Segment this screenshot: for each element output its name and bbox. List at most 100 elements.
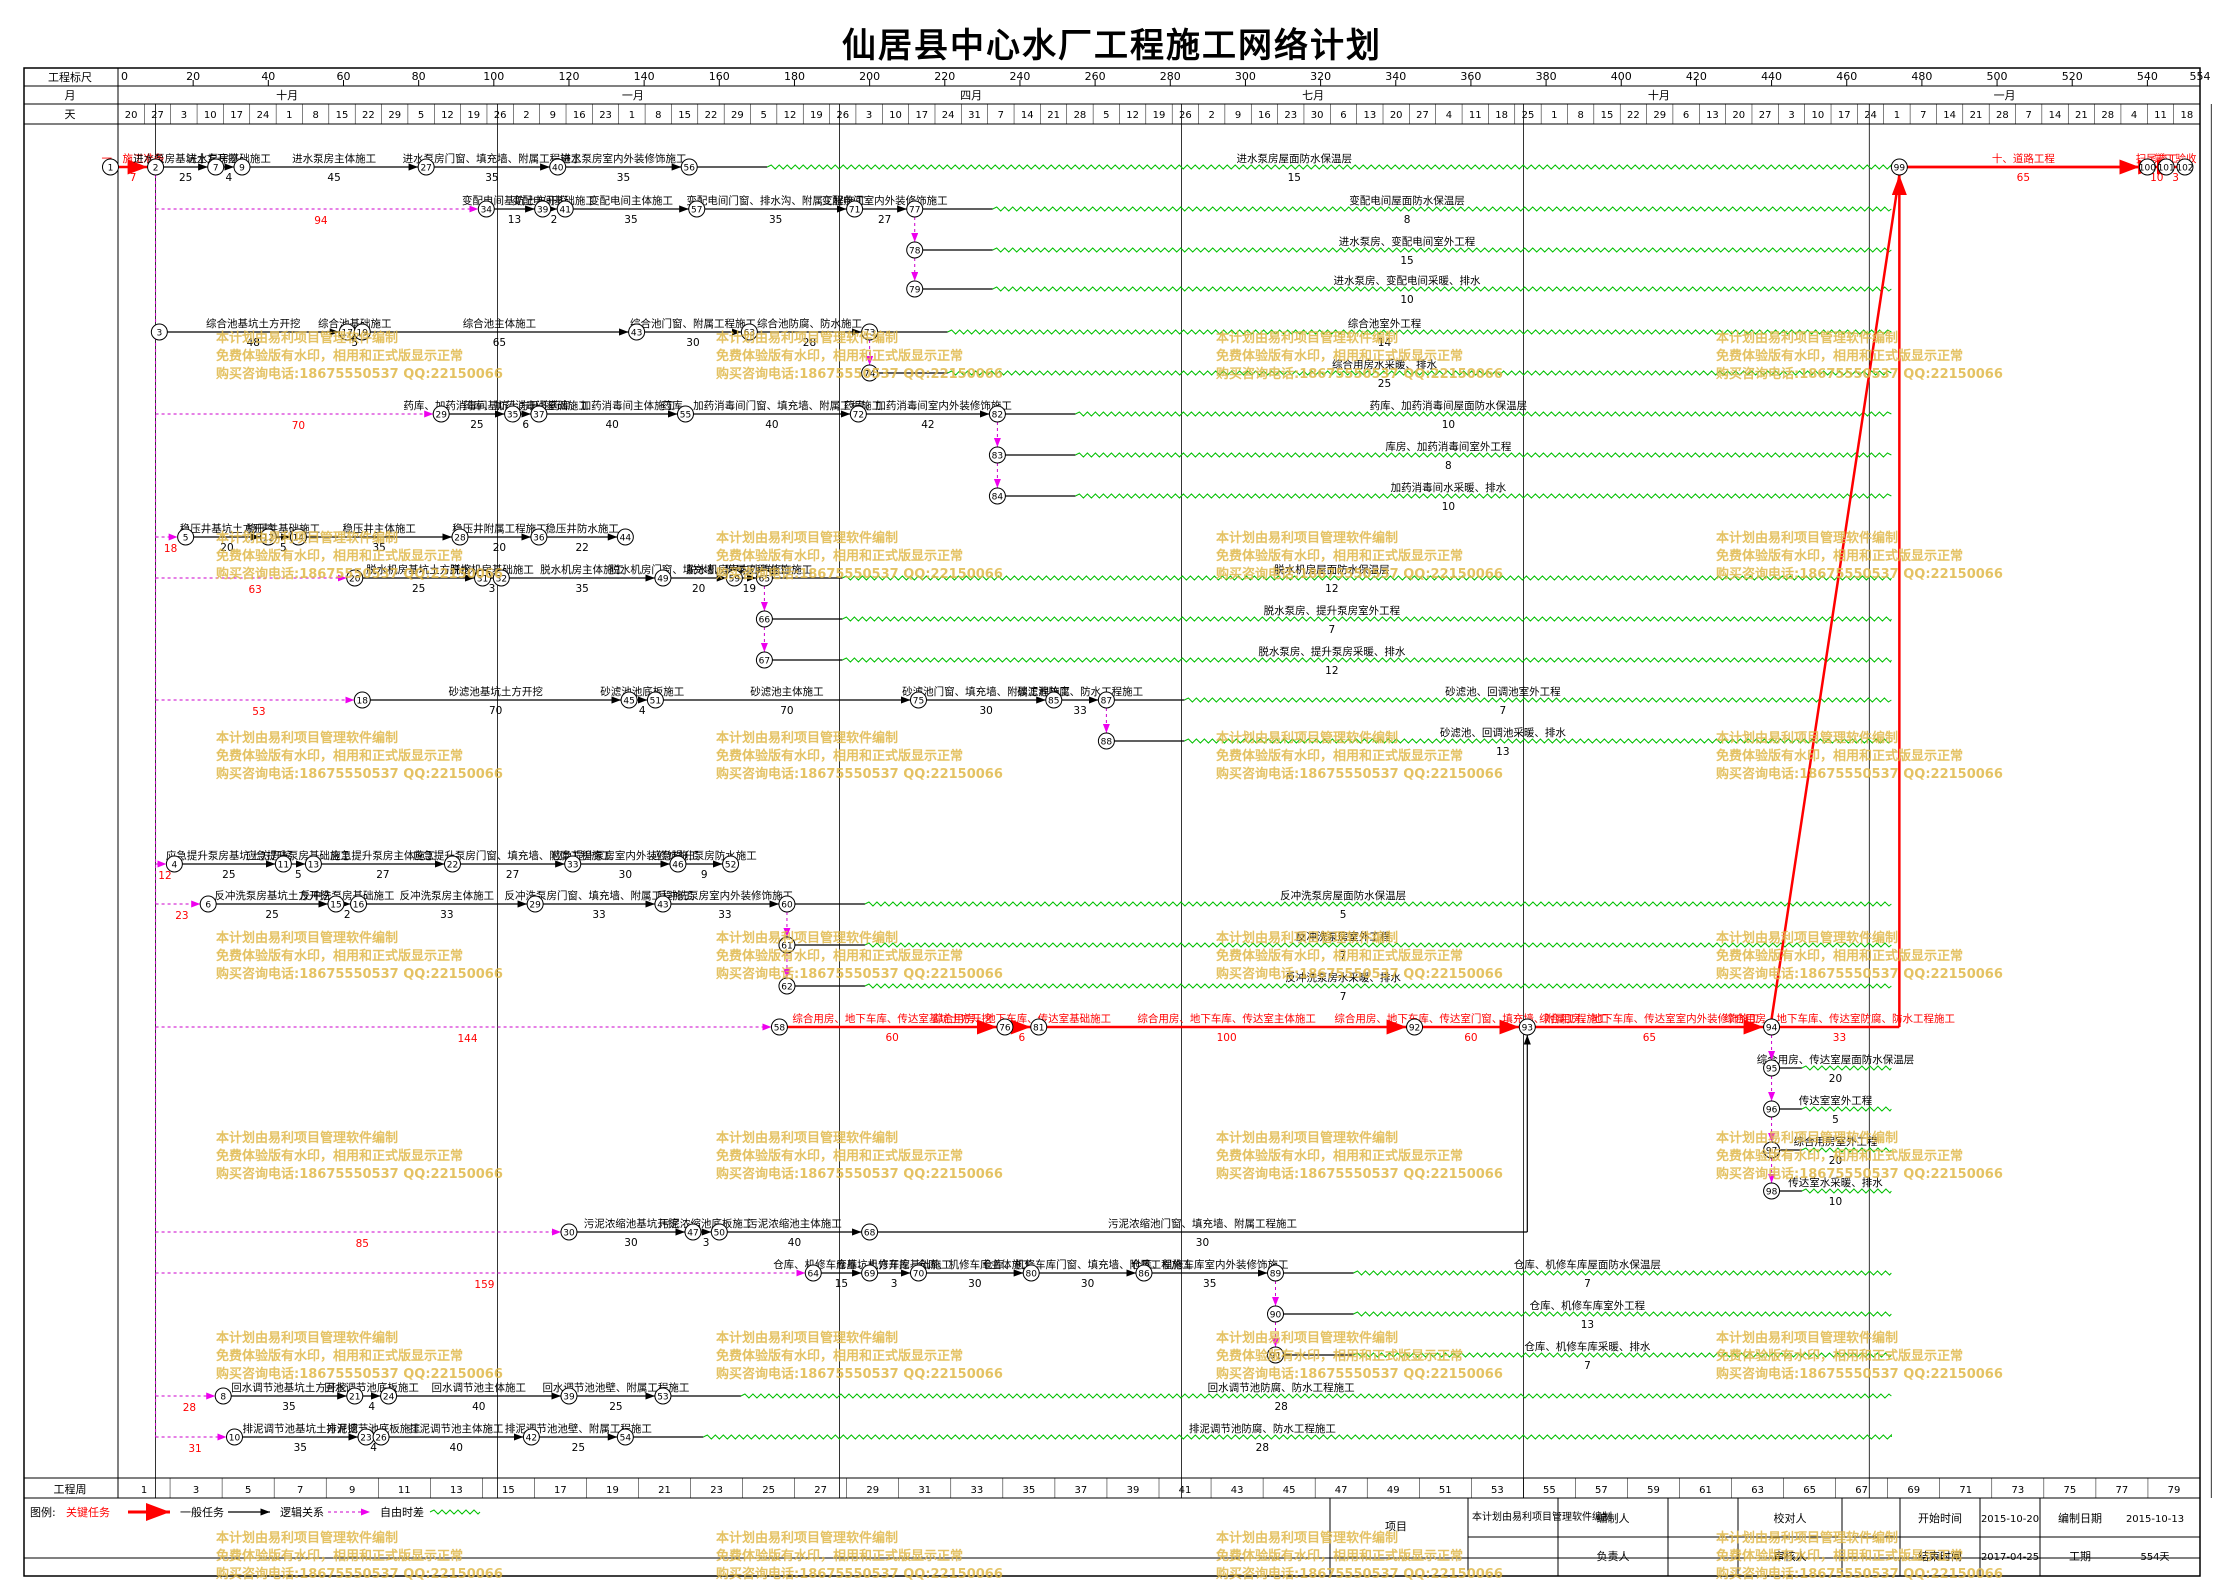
activity-name: 脱水机房基础施工 bbox=[450, 563, 534, 576]
activity-name: 传达室室外工程 bbox=[1799, 1094, 1873, 1107]
activity-duration: 33 bbox=[1073, 705, 1086, 717]
node-circle bbox=[526, 895, 544, 913]
day-label: 10 bbox=[204, 110, 217, 121]
activity-duration: 100 bbox=[1217, 1032, 1237, 1044]
day-label: 14 bbox=[2049, 110, 2062, 121]
node-number: 5 bbox=[183, 534, 189, 544]
activity-duration: 33 bbox=[1833, 1032, 1846, 1044]
event-node: 94 bbox=[1763, 1018, 1781, 1036]
watermark-line: 购买咨询电话:18675550537 QQ:22150066 bbox=[716, 1567, 1003, 1582]
node-circle bbox=[861, 323, 879, 341]
legend-and-title-block: 图例:关键任务一般任务逻辑关系自由时差项目本计划由易利项目管理软件编制编制人校对… bbox=[24, 1498, 2200, 1576]
scale-tick-label: 540 bbox=[2137, 70, 2158, 83]
activity-duration: 3 bbox=[891, 1278, 898, 1290]
event-node: 21 bbox=[346, 1387, 364, 1405]
critical-link bbox=[1770, 174, 1901, 1020]
week-label: 25 bbox=[762, 1485, 775, 1496]
watermark-line: 本计划由易利项目管理软件编制 bbox=[1716, 731, 1899, 746]
event-node: 4 bbox=[165, 855, 183, 873]
activity-duration: 8 bbox=[1404, 214, 1411, 226]
activity-name: 排泥调节池主体施工 bbox=[409, 1422, 504, 1435]
activity-duration: 13 bbox=[1581, 1319, 1594, 1331]
activity-name: 稳压井附属工程施工 bbox=[452, 522, 547, 535]
activity-duration: 20 bbox=[1829, 1155, 1842, 1167]
event-node: 81 bbox=[1030, 1018, 1048, 1036]
week-label: 73 bbox=[2011, 1485, 2024, 1496]
activity-name: 仓库、机修车库采暖、排水 bbox=[1524, 1340, 1650, 1353]
day-label: 21 bbox=[2075, 110, 2088, 121]
node-circle bbox=[1763, 1018, 1781, 1036]
watermark: 本计划由易利项目管理软件编制免费体验版有水印，相用和正式版显示正常购买咨询电话:… bbox=[716, 330, 1003, 384]
scale-tick-label: 20 bbox=[186, 70, 200, 83]
watermark-line: 免费体验版有水印，相用和正式版显示正常 bbox=[716, 949, 964, 964]
day-label: 21 bbox=[1047, 110, 1060, 121]
watermark: 本计划由易利项目管理软件编制免费体验版有水印，相用和正式版显示正常购买咨询电话:… bbox=[1716, 730, 2003, 784]
watermark: 本计划由易利项目管理软件编制免费体验版有水印，相用和正式版显示正常购买咨询电话:… bbox=[716, 930, 1003, 984]
node-number: 2 bbox=[153, 164, 159, 174]
editor-label: 编制人 bbox=[1597, 1511, 1630, 1525]
node-number: 32 bbox=[496, 575, 507, 585]
node-number: 43 bbox=[631, 329, 642, 339]
activity-duration: 60 bbox=[1464, 1032, 1477, 1044]
activity-name: 应急提升泵房门窗、填充墙、附属工程施工 bbox=[413, 849, 613, 862]
event-node: 18 bbox=[353, 691, 371, 709]
day-label: 5 bbox=[760, 110, 766, 121]
activity-duration: 25 bbox=[609, 1401, 622, 1413]
watermark: 本计划由易利项目管理软件编制免费体验版有水印，相用和正式版显示正常购买咨询电话:… bbox=[216, 1130, 503, 1184]
watermark-line: 免费体验版有水印，相用和正式版显示正常 bbox=[1716, 549, 1964, 564]
week-label: 59 bbox=[1647, 1485, 1660, 1496]
node-number: 98 bbox=[1766, 1188, 1778, 1198]
scale-tick-label: 160 bbox=[709, 70, 730, 83]
node-circle bbox=[199, 895, 217, 913]
day-label: 16 bbox=[1258, 110, 1271, 121]
event-node: 65 bbox=[755, 569, 773, 587]
node-circle bbox=[1267, 1346, 1285, 1364]
watermark: 本计划由易利项目管理软件编制免费体验版有水印，相用和正式版显示正常购买咨询电话:… bbox=[1716, 1130, 2003, 1184]
activity-name: 十、道路工程 bbox=[1992, 152, 2055, 165]
node-circle bbox=[616, 528, 634, 546]
activity-name: 排泥调节池底板施工 bbox=[326, 1422, 421, 1435]
float-wave bbox=[864, 901, 1892, 907]
day-label: 15 bbox=[678, 110, 691, 121]
event-node: 72 bbox=[849, 405, 867, 423]
week-label: 19 bbox=[606, 1485, 619, 1496]
node-number: 14 bbox=[293, 534, 305, 544]
node-number: 21 bbox=[349, 1393, 360, 1403]
node-number: 58 bbox=[774, 1024, 786, 1034]
activity-duration: 19 bbox=[743, 583, 756, 595]
node-number: 72 bbox=[853, 411, 864, 421]
activity-duration: 15 bbox=[1400, 255, 1413, 267]
activity-duration: 5 bbox=[295, 869, 302, 881]
watermark-line: 本计划由易利项目管理软件编制 bbox=[1716, 1331, 1899, 1346]
day-label: 27 bbox=[1416, 110, 1429, 121]
event-node: 67 bbox=[755, 651, 773, 669]
node-number: 74 bbox=[864, 370, 876, 380]
activity-name: 稳压井主体施工 bbox=[342, 522, 416, 535]
watermark-line: 免费体验版有水印，相用和正式版显示正常 bbox=[716, 549, 964, 564]
event-node: 7 bbox=[207, 158, 225, 176]
node-circle bbox=[722, 855, 740, 873]
activity-duration: 40 bbox=[606, 419, 619, 431]
start-label: 开始时间 bbox=[1918, 1511, 1962, 1525]
watermark: 本计划由易利项目管理软件编制免费体验版有水印，相用和正式版显示正常购买咨询电话:… bbox=[216, 1330, 503, 1384]
node-circle bbox=[327, 895, 345, 913]
activity-name: 综合池基坑土方开挖 bbox=[206, 317, 301, 330]
activity-name: 综合用房室外工程 bbox=[1793, 1135, 1877, 1148]
activity-duration: 33 bbox=[718, 909, 731, 921]
node-number: 22 bbox=[447, 861, 458, 871]
float-wave bbox=[864, 942, 1892, 948]
week-label: 5 bbox=[245, 1485, 251, 1496]
node-circle bbox=[346, 569, 364, 587]
node-number: 40 bbox=[552, 164, 564, 174]
event-node: 43 bbox=[628, 323, 646, 341]
activity-name: 排泥调节池池壁、附属工程施工 bbox=[505, 1422, 652, 1435]
activity-duration: 33 bbox=[592, 909, 605, 921]
activity-duration: 10 bbox=[1400, 294, 1413, 306]
node-circle bbox=[2157, 158, 2175, 176]
day-label: 4 bbox=[2131, 110, 2137, 121]
float-wave bbox=[842, 616, 1892, 622]
week-label: 7 bbox=[297, 1485, 303, 1496]
float-wave bbox=[1184, 697, 1892, 703]
activity-duration: 3 bbox=[489, 583, 496, 595]
float-wave bbox=[1353, 1311, 1892, 1317]
